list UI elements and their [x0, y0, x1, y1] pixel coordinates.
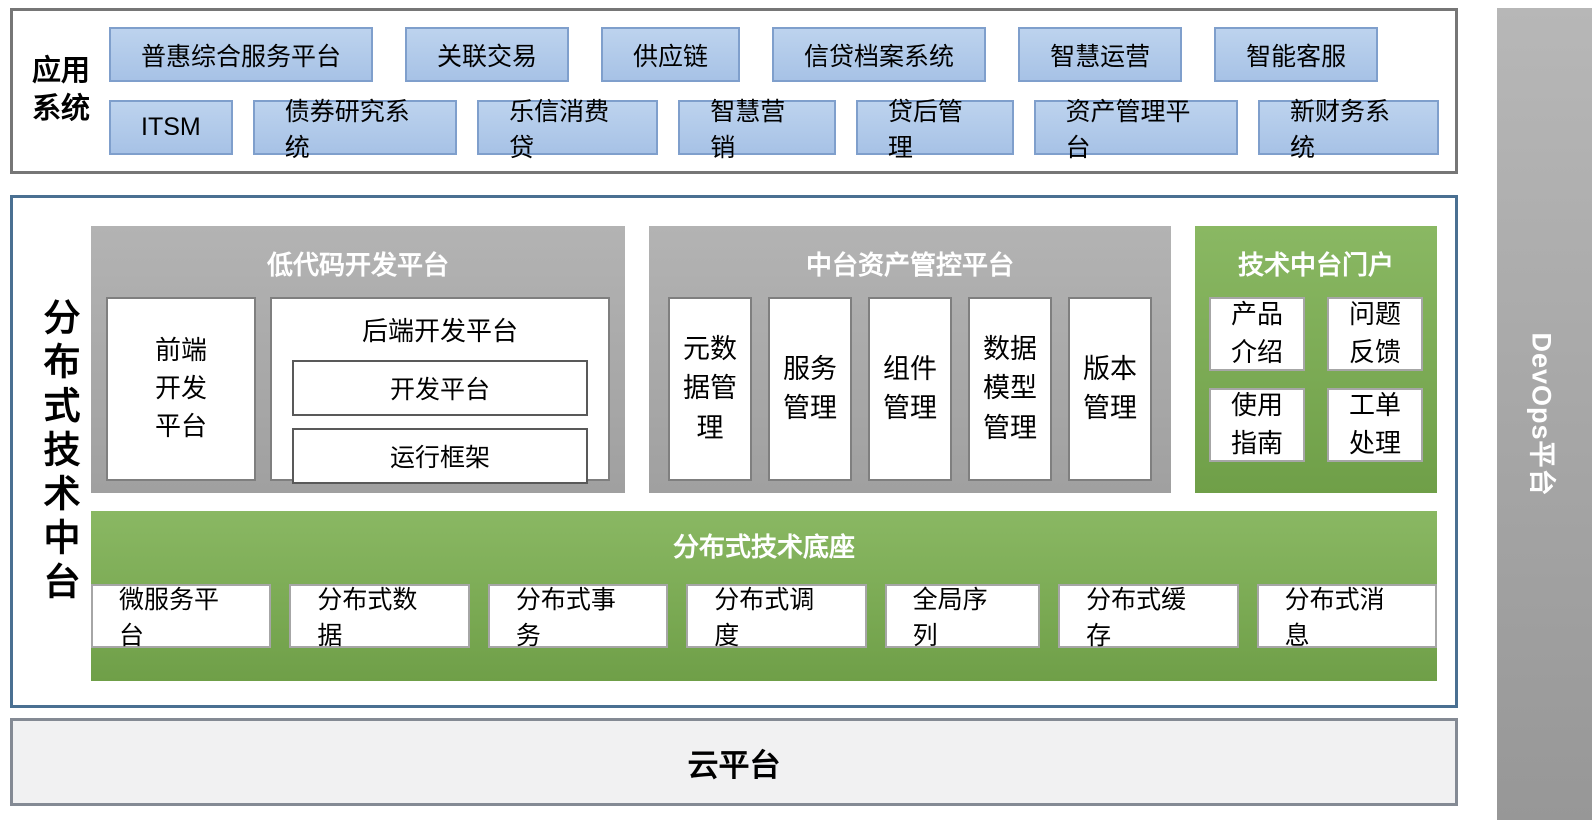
portal-item-label: 产品介绍	[1230, 299, 1283, 367]
asset-item-label: 元数据管理	[682, 334, 737, 443]
middle-platform-top-row: 低代码开发平台 前端开发平台 后端开发平台 开发平台 运行框架	[91, 226, 1437, 493]
application-systems-rows: 普惠综合服务平台 关联交易 供应链 信贷档案系统 智慧运营 智能客服 ITSM …	[109, 11, 1455, 171]
application-systems-label: 应用系统	[13, 11, 109, 171]
app-system-box: 普惠综合服务平台	[109, 27, 374, 82]
base-item-box: 分布式消息	[1256, 584, 1437, 650]
asset-item-label: 数据模型管理	[982, 334, 1037, 443]
tech-portal-panel: 技术中台门户 产品介绍 问题反馈 使用指南 工单处理	[1195, 226, 1437, 493]
cloud-platform-label: 云平台	[687, 747, 781, 783]
portal-item-box: 使用指南	[1209, 388, 1305, 462]
portal-item-box: 工单处理	[1327, 388, 1423, 462]
devops-platform-bar: DevOps平台	[1497, 8, 1592, 820]
app-system-box: 智慧营销	[678, 98, 836, 162]
devops-platform-label: DevOps平台	[1527, 331, 1558, 497]
asset-control-platform-body: 元数据管理 服务管理 组件管理 数据模型管理 版本管理	[649, 282, 1171, 481]
dev-platform-box: 开发平台	[292, 360, 588, 416]
asset-control-platform-panel: 中台资产管控平台 元数据管理 服务管理 组件管理 数据模型管理	[649, 226, 1171, 493]
distributed-base-panel: 分布式技术底座 微服务平台 分布式数据 分布式事务 分布式调度 全局序列 分布式…	[91, 511, 1437, 681]
distributed-tech-middle-platform-panel: 分布式技术中台 低代码开发平台 前端开发平台 后端开发平台 开发平台 运行框架	[10, 195, 1458, 708]
asset-item-box: 版本管理	[1068, 297, 1152, 481]
asset-item-label: 服务管理	[782, 353, 837, 423]
backend-dev-platform-title: 后端开发平台	[361, 316, 518, 346]
asset-item-label: 组件管理	[882, 353, 937, 423]
app-system-box: 供应链	[601, 27, 741, 82]
asset-item-box: 元数据管理	[668, 297, 752, 481]
portal-item-label: 工单处理	[1348, 390, 1401, 458]
app-system-box: 资产管理平台	[1033, 98, 1238, 162]
asset-item-box: 服务管理	[768, 297, 852, 481]
middle-platform-vertical-label: 分布式技术中台	[27, 198, 91, 705]
portal-item-label: 问题反馈	[1348, 299, 1401, 367]
low-code-platform-panel: 低代码开发平台 前端开发平台 后端开发平台 开发平台 运行框架	[91, 226, 625, 493]
low-code-platform-title: 低代码开发平台	[266, 250, 449, 280]
asset-control-platform-title: 中台资产管控平台	[805, 250, 1014, 280]
frontend-dev-platform-label: 前端开发平台	[154, 335, 207, 441]
cloud-platform-panel: 云平台	[10, 718, 1458, 806]
portal-item-label: 使用指南	[1230, 390, 1283, 458]
tech-portal-grid: 产品介绍 问题反馈 使用指南 工单处理	[1195, 282, 1437, 462]
distributed-base-row: 微服务平台 分布式数据 分布式事务 分布式调度 全局序列 分布式缓存 分布式消息	[91, 564, 1437, 650]
asset-item-box: 组件管理	[868, 297, 952, 481]
base-item-box: 分布式数据	[289, 584, 470, 650]
portal-item-box: 产品介绍	[1209, 297, 1305, 371]
distributed-base-title: 分布式技术底座	[672, 532, 855, 562]
base-item-box: 全局序列	[884, 584, 1041, 650]
app-system-box: 智能客服	[1214, 27, 1379, 82]
app-system-box: 债券研究系统	[252, 98, 458, 162]
application-systems-panel: 应用系统 普惠综合服务平台 关联交易 供应链 信贷档案系统 智慧运营 智能客服 …	[10, 8, 1458, 174]
low-code-platform-body: 前端开发平台 后端开发平台 开发平台 运行框架	[91, 282, 625, 484]
asset-item-box: 数据模型管理	[968, 297, 1052, 481]
app-system-box: ITSM	[109, 100, 233, 155]
middle-platform-label-text: 分布式技术中台	[37, 297, 81, 606]
app-system-box: 新财务系统	[1257, 98, 1439, 162]
application-systems-label-text: 应用系统	[31, 55, 90, 125]
asset-item-label: 版本管理	[1082, 353, 1137, 423]
base-item-box: 分布式调度	[686, 584, 867, 650]
app-systems-row-1: 普惠综合服务平台 关联交易 供应链 信贷档案系统 智慧运营 智能客服	[109, 27, 1439, 82]
runtime-framework-box: 运行框架	[292, 428, 588, 484]
app-system-box: 信贷档案系统	[772, 27, 987, 82]
backend-dev-platform-box: 后端开发平台 开发平台 运行框架	[270, 297, 610, 484]
app-systems-row-2: ITSM 债券研究系统 乐信消费贷 智慧营销 贷后管理 资产管理平台 新财务系统	[109, 98, 1439, 162]
middle-platform-content: 低代码开发平台 前端开发平台 后端开发平台 开发平台 运行框架	[91, 226, 1437, 681]
app-system-box: 关联交易	[405, 27, 570, 82]
base-item-box: 分布式事务	[487, 584, 669, 650]
app-system-box: 乐信消费贷	[477, 98, 659, 162]
base-item-box: 微服务平台	[91, 584, 272, 650]
app-system-box: 贷后管理	[855, 98, 1014, 162]
app-system-box: 智慧运营	[1018, 27, 1183, 82]
portal-item-box: 问题反馈	[1327, 297, 1423, 371]
base-item-box: 分布式缓存	[1058, 584, 1239, 650]
frontend-dev-platform-box: 前端开发平台	[106, 297, 256, 481]
tech-portal-title: 技术中台门户	[1237, 250, 1394, 280]
